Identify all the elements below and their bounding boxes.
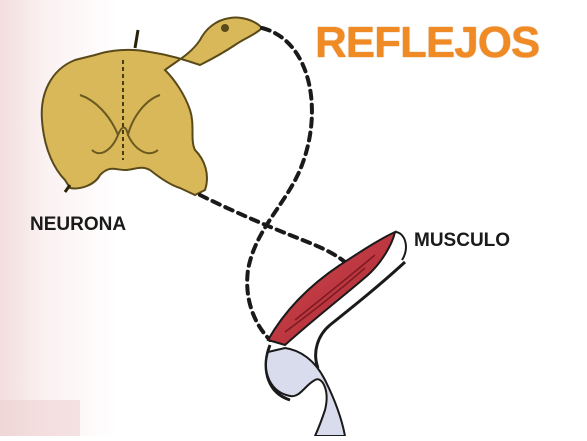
neurona-label: NEURONA <box>30 214 126 236</box>
musculo-label: MUSCULO <box>414 230 510 252</box>
ganglion-dot <box>221 24 229 32</box>
diagram-title: REFLEJOS <box>315 18 539 68</box>
background-corner-tint <box>0 400 80 436</box>
